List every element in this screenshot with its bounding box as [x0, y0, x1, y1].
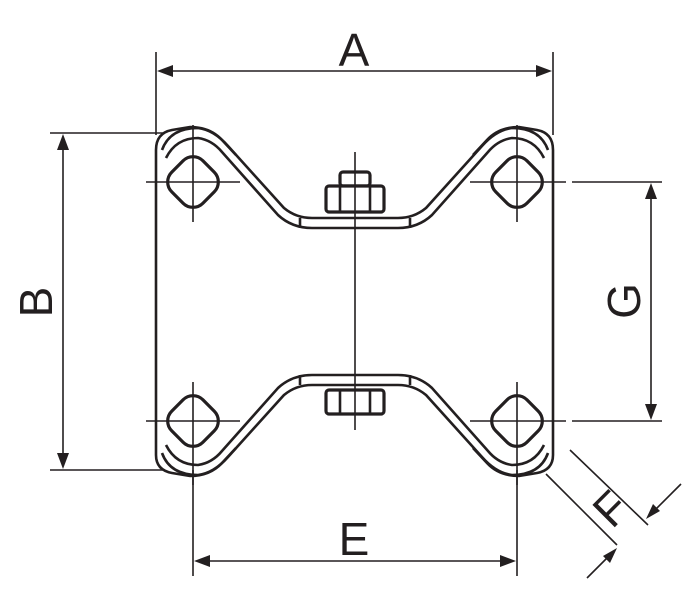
- dimension-f: F: [545, 449, 682, 579]
- label-g: G: [598, 283, 650, 319]
- label-a: A: [339, 24, 370, 76]
- hole-bottom-right: [470, 382, 566, 485]
- dimension-e: E: [192, 470, 518, 576]
- hole-top-left: [146, 125, 240, 222]
- label-e: E: [339, 513, 370, 565]
- dimension-a: A: [155, 24, 554, 135]
- label-b: B: [10, 287, 62, 318]
- hole-bottom-left: [146, 382, 240, 485]
- hole-top-right: [470, 125, 566, 222]
- label-f: F: [582, 480, 639, 537]
- dimension-g: G: [572, 181, 662, 422]
- dimension-b: B: [10, 132, 165, 471]
